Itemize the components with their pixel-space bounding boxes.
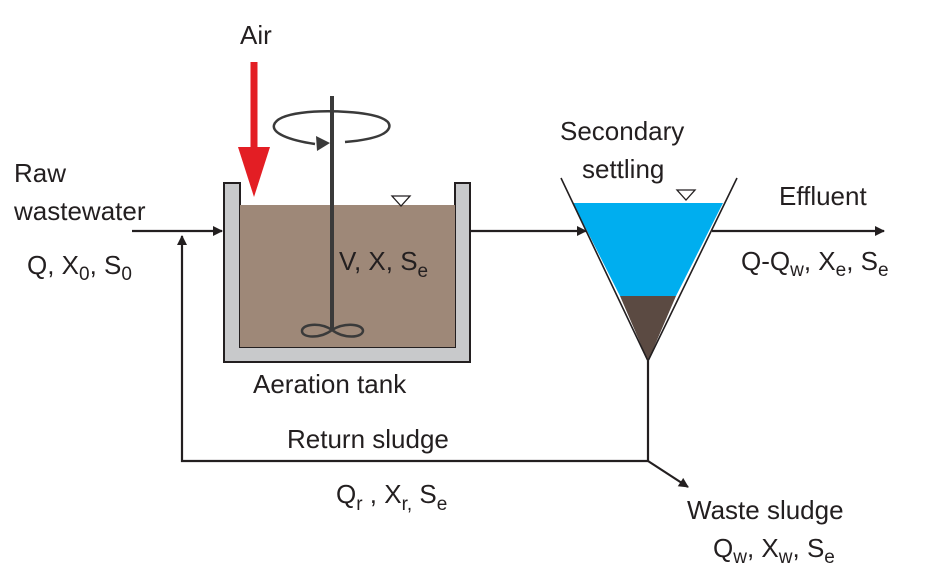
mixer-rotation-icon (272, 110, 391, 146)
mixer-rotation-arrowhead (316, 136, 330, 151)
settler-water (573, 203, 723, 296)
influent-variables: Q, X0, S0 (27, 250, 132, 285)
waste-sludge-label: Waste sludge (687, 495, 844, 525)
mixer-impeller-icon (300, 323, 365, 338)
air-label: Air (240, 20, 272, 50)
raw-wastewater-label-line1: Raw (14, 158, 66, 188)
return-sludge-label: Return sludge (287, 424, 449, 454)
aeration-tank (223, 182, 471, 363)
secondary-settling-label-line1: Secondary (560, 116, 684, 146)
return-sludge-variables: Qr , Xr, Se (336, 479, 447, 515)
tank-water-level-icon (390, 195, 412, 207)
secondary-settling-label-line2: settling (582, 154, 664, 184)
aeration-tank-label: Aeration tank (253, 369, 407, 399)
mixer (272, 96, 391, 338)
waste-sludge-variables: Qw, Xw, Se (713, 533, 835, 568)
settler-sludge (620, 296, 676, 361)
effluent-variables: Q-Qw, Xe, Se (741, 246, 889, 281)
air-arrow (238, 62, 270, 197)
raw-wastewater-label-line2: wastewater (13, 196, 146, 226)
settler-water-level-icon (675, 189, 697, 201)
return-sludge-line (177, 235, 648, 463)
secondary-settler (560, 177, 738, 363)
effluent-label: Effluent (779, 181, 867, 211)
tank-liquid (240, 205, 455, 347)
waste-sludge-arrow (647, 460, 689, 488)
flow-lines (132, 226, 885, 488)
tank-variables: V, X, Se (339, 246, 428, 282)
